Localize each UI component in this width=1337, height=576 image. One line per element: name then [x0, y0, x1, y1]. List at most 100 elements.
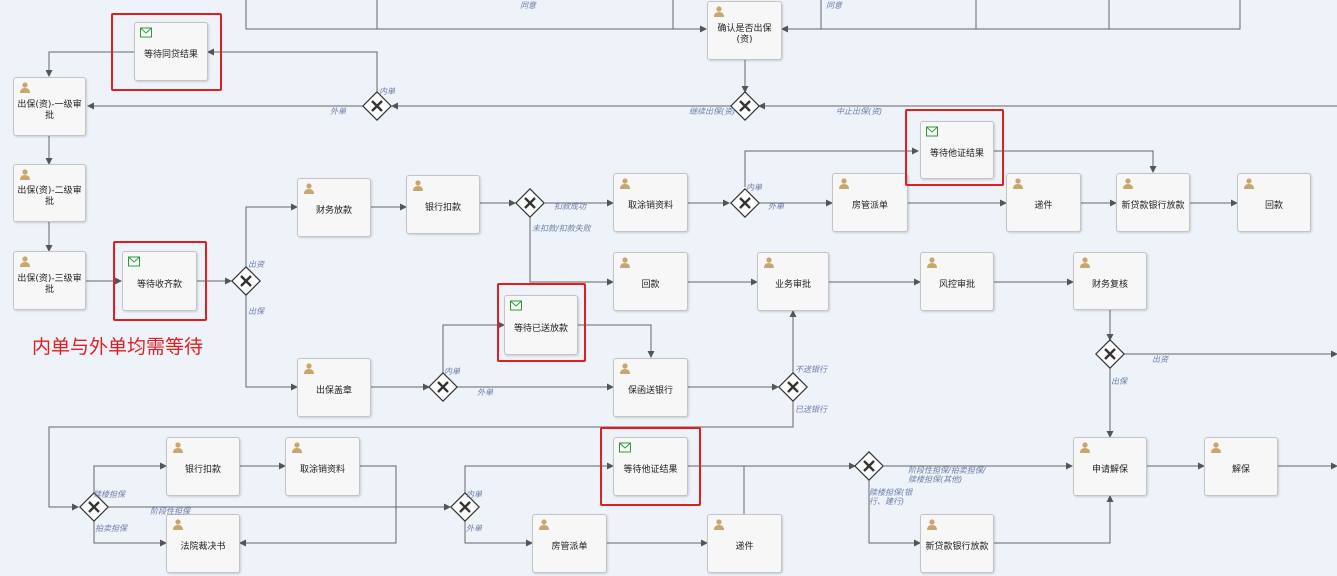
task-cancel-material[interactable]: 取涂销资料	[613, 173, 688, 232]
user-icon	[1123, 178, 1133, 189]
flow-line	[245, 0, 707, 33]
annotation-note: 内单与外单均需等待	[32, 336, 204, 358]
task-label: 业务审批	[774, 280, 811, 290]
gateway-exclusive	[79, 492, 109, 522]
user-icon	[1080, 257, 1090, 268]
task-approve-level1[interactable]: 出保(资)-一级审批	[13, 77, 86, 136]
task-huikuan[interactable]: 回款	[1237, 173, 1311, 232]
edge-label: 外单	[768, 202, 784, 211]
task-huikuan[interactable]: 回款	[613, 252, 688, 311]
flow-line	[48, 401, 794, 511]
task-dijian[interactable]: 递件	[1006, 173, 1081, 232]
task-label: 保函送银行	[627, 386, 673, 396]
flow-line	[45, 51, 134, 77]
task-approve-level3[interactable]: 出保(资)-三级审批	[13, 251, 86, 310]
edge-label: 扣款成功	[554, 202, 586, 211]
task-new-loan-bank[interactable]: 新贷款银行放款	[920, 514, 994, 573]
task-label: 回款	[1264, 201, 1283, 211]
task-bank-deduct[interactable]: 银行扣款	[406, 175, 480, 234]
task-apply-release[interactable]: 申请解保	[1073, 437, 1147, 496]
edge-label: 外单	[330, 107, 346, 116]
gateway-exclusive	[854, 451, 884, 481]
task-label: 银行扣款	[424, 203, 461, 213]
task-new-loan-bank[interactable]: 新贷款银行放款	[1116, 173, 1190, 232]
task-bank-deduct[interactable]: 银行扣款	[166, 437, 240, 496]
task-court-ruling[interactable]: 法院裁决书	[166, 514, 240, 573]
task-wait-shouqi[interactable]: 等待收齐款	[122, 251, 197, 311]
user-icon	[539, 519, 549, 530]
task-dijian[interactable]: 递件	[707, 514, 782, 573]
highlight-box	[497, 283, 586, 362]
flow-line	[578, 324, 655, 358]
task-release[interactable]: 解保	[1204, 437, 1278, 496]
task-chubao-gaizhang[interactable]: 出保盖章	[297, 358, 371, 417]
task-fangguan-paidan[interactable]: 房管派单	[832, 173, 908, 232]
task-fangguan-paidan[interactable]: 房管派单	[532, 514, 607, 573]
flow-line	[239, 465, 397, 547]
task-yewu-approval[interactable]: 业务审批	[757, 252, 829, 311]
task-confirm-chubao[interactable]: 确认是否出保(资)	[707, 1, 782, 60]
flow-line	[245, 203, 298, 267]
task-label: 出保(资)-一级审批	[17, 99, 82, 121]
task-caiwu-fangkuan[interactable]: 财务放款	[297, 178, 371, 237]
task-fengkong-approval[interactable]: 风控审批	[920, 252, 994, 311]
user-icon	[20, 82, 30, 93]
task-label: 确认是否出保(资)	[717, 23, 772, 45]
user-icon	[20, 169, 30, 180]
flow-line	[245, 295, 298, 391]
task-label: 等待他证结果	[623, 465, 678, 475]
user-icon	[1013, 178, 1023, 189]
task-label: 递件	[1034, 201, 1053, 211]
gateway-exclusive	[450, 492, 480, 522]
flow-line	[93, 462, 167, 493]
task-label: 解保	[1231, 465, 1250, 475]
flow-line	[994, 150, 1157, 173]
task-label: 房管派单	[851, 201, 888, 211]
task-wait-tongdai[interactable]: 等待同贷结果	[134, 22, 208, 81]
task-approve-level2[interactable]: 出保(资)-二级审批	[13, 164, 86, 222]
user-icon	[20, 256, 30, 267]
envelope-icon	[140, 27, 152, 38]
user-icon	[764, 257, 774, 268]
edge-label: 继续出保(资)	[689, 107, 736, 116]
user-icon	[292, 442, 302, 453]
edge-label: 同意	[520, 1, 536, 10]
task-label: 风控审批	[938, 280, 975, 290]
flow-line	[994, 495, 1114, 544]
task-label: 新贷款银行放款	[925, 542, 989, 552]
task-caiwu-fuhe[interactable]: 财务复核	[1073, 252, 1147, 310]
edge-label: 未扣款/扣款失败	[532, 224, 591, 233]
edge-label: 出保	[1111, 377, 1127, 386]
edge-label: 拍卖担保	[95, 524, 127, 533]
gateway-exclusive	[231, 266, 261, 296]
task-cancel-material[interactable]: 取涂销资料	[285, 437, 360, 496]
task-label: 出保(资)-三级审批	[17, 273, 82, 295]
highlight-box	[600, 427, 701, 506]
task-label: 等待他证结果	[929, 148, 984, 159]
task-wait-yisong[interactable]: 等待已送放款	[504, 295, 578, 355]
envelope-icon	[510, 300, 522, 311]
flow-line	[442, 321, 505, 373]
user-icon	[620, 178, 630, 189]
flow-line	[868, 480, 921, 547]
user-icon	[839, 178, 849, 189]
edge-label: 赎楼担保(银行、建行)	[869, 488, 913, 506]
task-label: 回款	[641, 280, 660, 290]
user-icon	[173, 442, 183, 453]
flow-line	[93, 521, 167, 547]
envelope-icon	[128, 256, 140, 267]
task-wait-tazheng[interactable]: 等待他证结果	[613, 437, 688, 496]
edge-label: 阶段性担保/拍卖担保/赎楼担保(其他)	[908, 466, 986, 484]
task-label: 递件	[735, 542, 754, 552]
user-icon	[1244, 178, 1254, 189]
user-icon	[1080, 442, 1090, 453]
edge-label: 出资	[1152, 355, 1168, 364]
user-icon	[304, 363, 314, 374]
edge-label: 外单	[466, 524, 482, 533]
task-wait-tazheng[interactable]: 等待他证结果	[920, 121, 994, 179]
task-baohan-to-bank[interactable]: 保函送银行	[613, 358, 688, 417]
edge-label: 赎楼担保	[93, 490, 125, 499]
task-label: 取涂销资料	[627, 201, 673, 211]
flow-line	[781, 0, 1241, 33]
